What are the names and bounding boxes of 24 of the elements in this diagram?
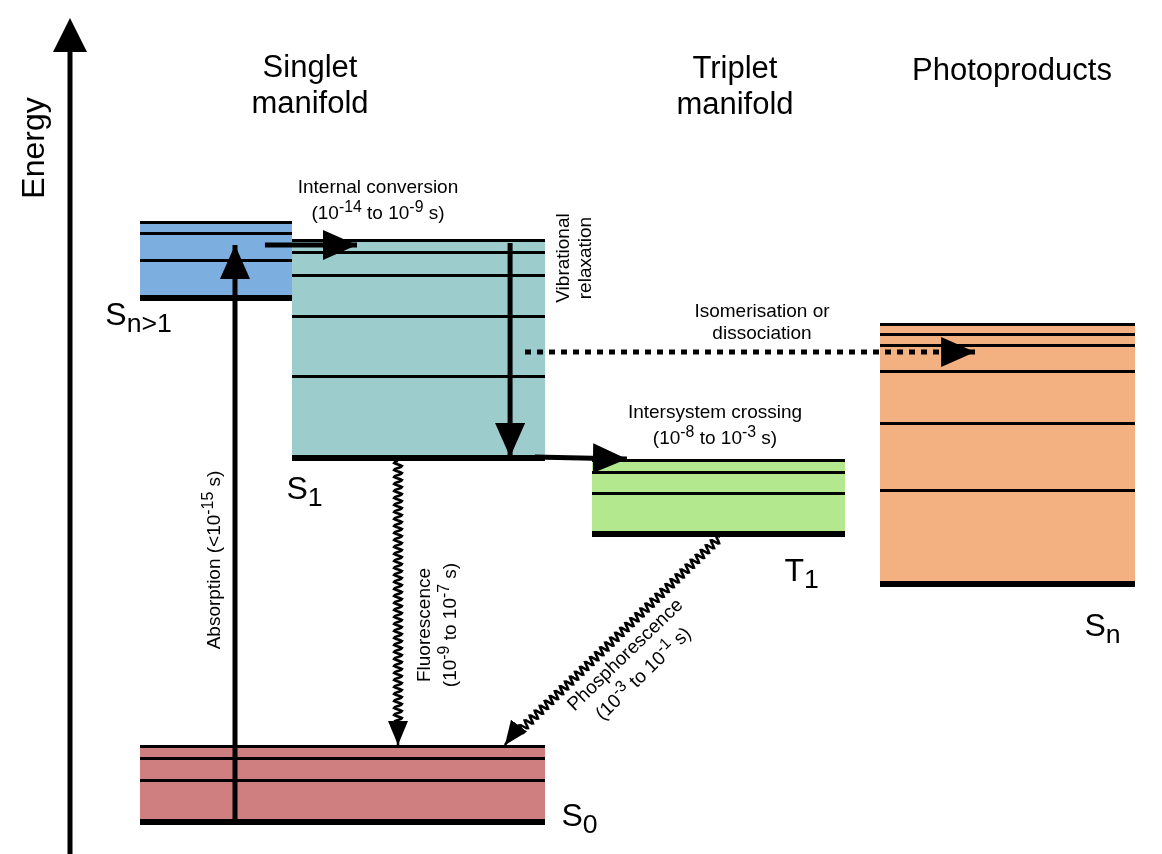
arrow <box>534 443 627 474</box>
state-label: S$_{1}$ <box>286 470 323 514</box>
energy-level-band <box>140 745 545 825</box>
state-label: S$_{n}$ <box>1084 607 1121 651</box>
state-label: S$_{0}$ <box>561 797 598 841</box>
edge-label: Intersystem crossing (10$^{-8}$ to 10$^{-3}$ s) <box>626 401 804 449</box>
energy-level-band <box>880 323 1135 587</box>
dotted-arrow <box>525 337 976 368</box>
column-heading: Photoproducts <box>911 52 1113 88</box>
wavy-arrow <box>388 460 408 745</box>
edge-label: Isomerisation or dissociation <box>693 300 831 344</box>
axis-label: Energy <box>14 96 52 201</box>
energy-level-band <box>592 459 845 537</box>
arrow <box>495 243 526 457</box>
energy-level-band <box>292 239 545 461</box>
edge-label: Vibrational relaxation <box>552 212 596 305</box>
state-label: T$_{1}$ <box>784 552 819 596</box>
energy-level-band <box>140 221 292 301</box>
state-label: S$_{n>1}$ <box>105 296 172 340</box>
column-heading: Triplet manifold <box>675 50 795 122</box>
column-heading: Singlet manifold <box>250 49 370 121</box>
arrow <box>264 230 357 260</box>
edge-label: Internal conversion (10$^{-14}$ to 10$^{-9}$ s) <box>296 176 460 224</box>
wavy-arrow <box>503 534 721 746</box>
